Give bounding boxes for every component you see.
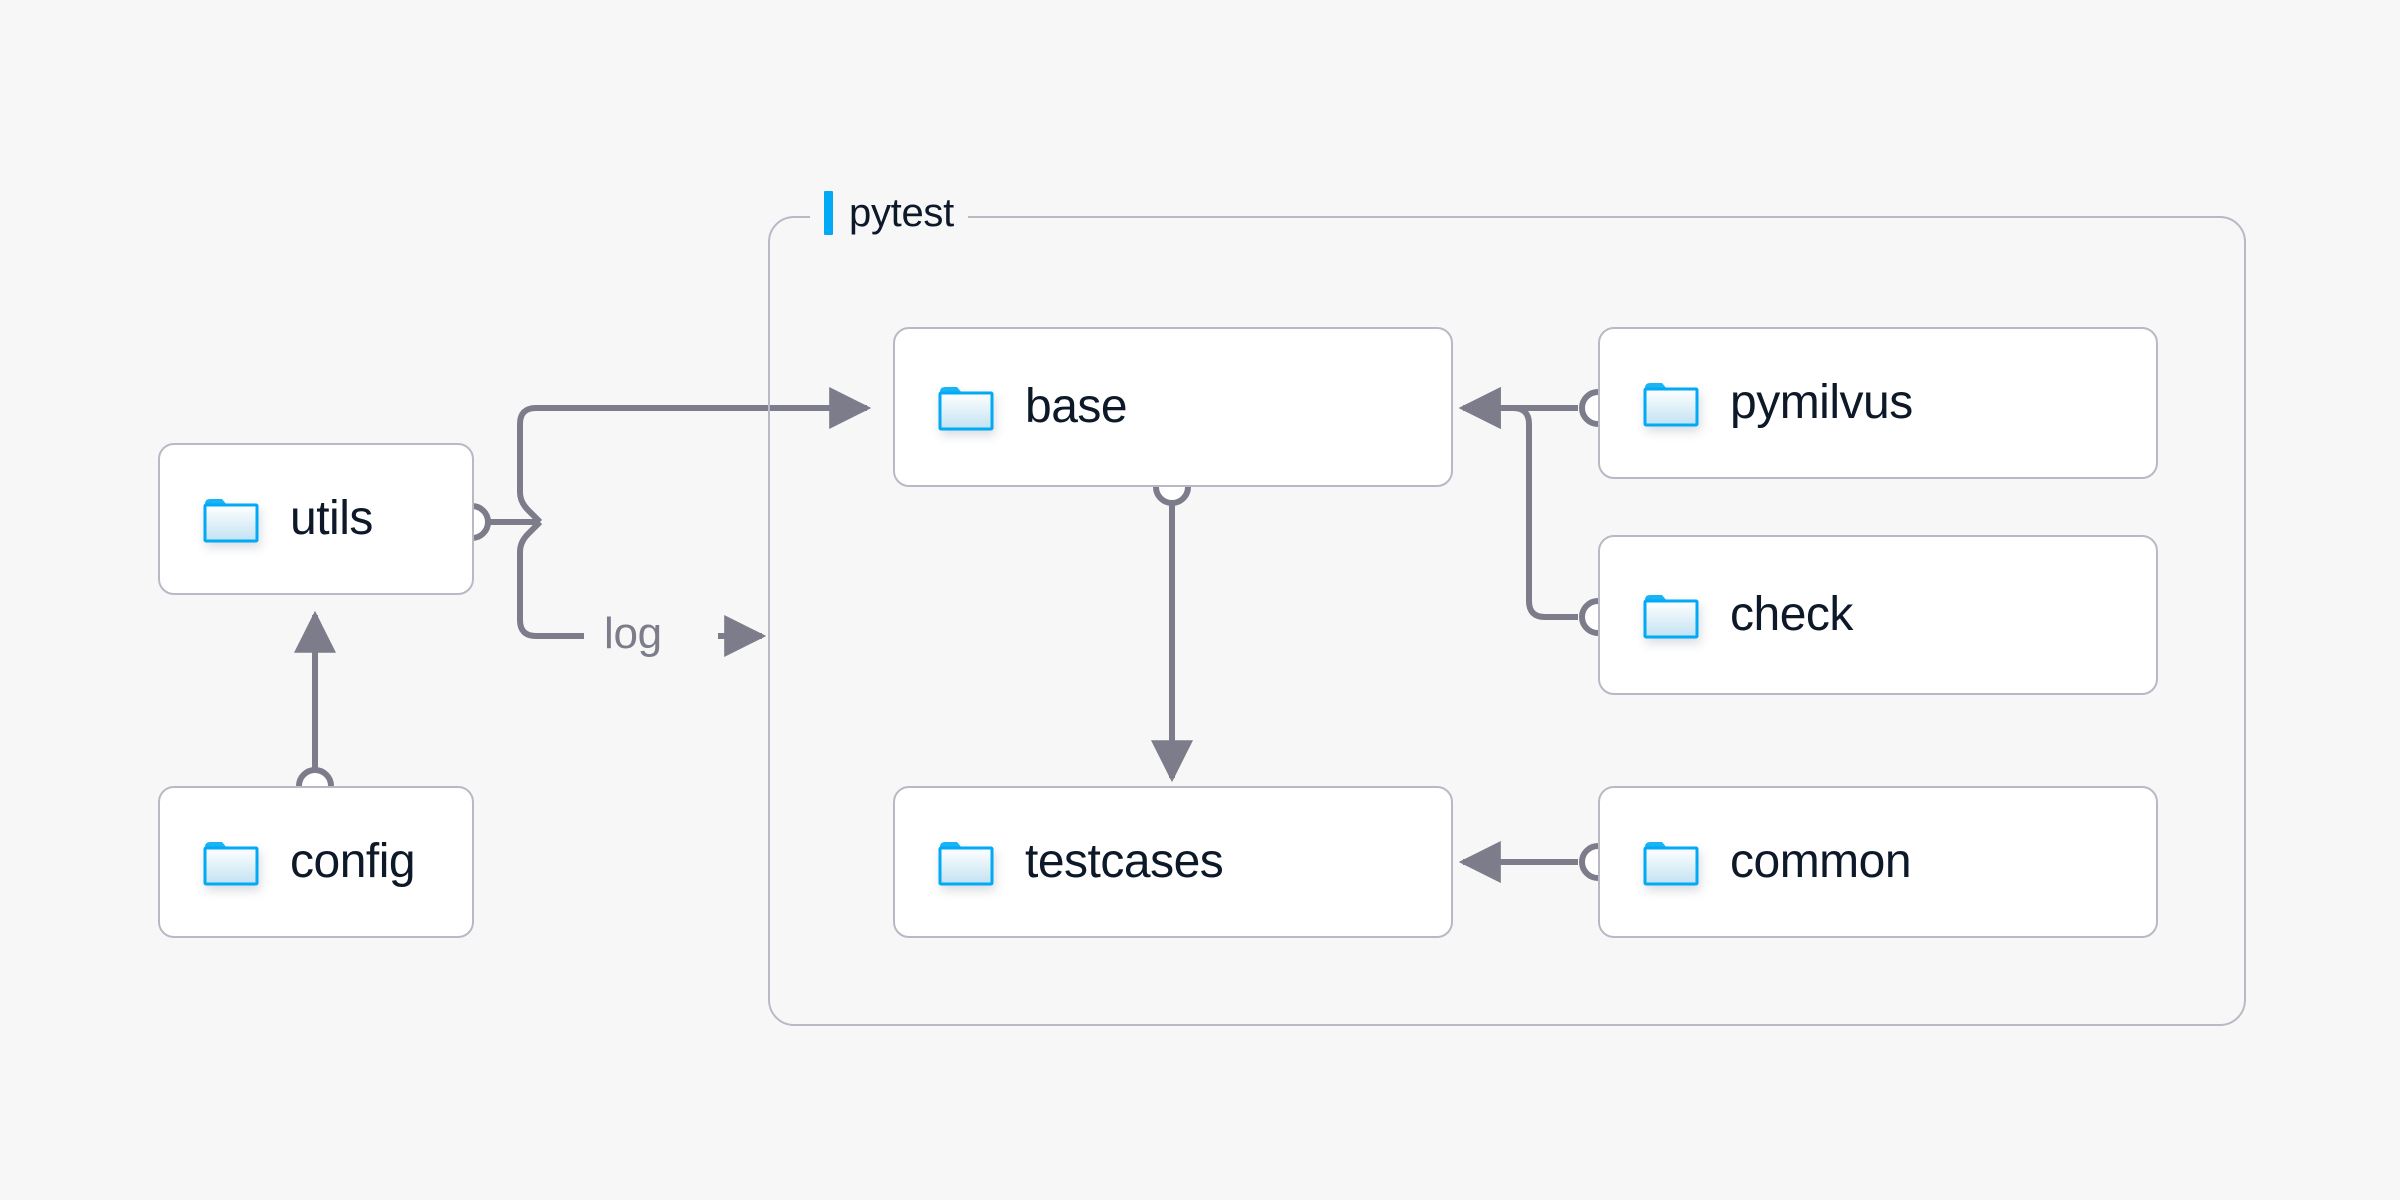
folder-icon [1643, 595, 1699, 639]
folder-icon [1643, 383, 1699, 427]
edge-label-log: log [604, 609, 662, 658]
pytest-group-label: pytest [810, 186, 968, 240]
accent-bar-icon [824, 191, 833, 235]
node-utils[interactable]: utils [158, 443, 474, 595]
folder-icon [938, 387, 994, 431]
node-base-label: base [1025, 380, 1128, 433]
node-base[interactable]: base [893, 327, 1453, 487]
folder-icon [203, 499, 259, 543]
node-check-label: check [1730, 588, 1853, 641]
node-testcases[interactable]: testcases [893, 786, 1453, 938]
node-testcases-label: testcases [1025, 835, 1224, 888]
pytest-group-title: pytest [849, 191, 954, 235]
pytest-group-container[interactable] [768, 216, 2246, 1026]
folder-icon [938, 842, 994, 886]
node-utils-label: utils [290, 492, 373, 545]
node-check[interactable]: check [1598, 535, 2158, 695]
node-config[interactable]: config [158, 786, 474, 938]
node-common[interactable]: common [1598, 786, 2158, 938]
folder-icon [203, 842, 259, 886]
edge-utils-log [517, 519, 584, 639]
node-config-label: config [290, 835, 416, 888]
node-pymilvus[interactable]: pymilvus [1598, 327, 2158, 479]
node-pymilvus-label: pymilvus [1730, 376, 1913, 429]
folder-icon [1643, 842, 1699, 886]
node-common-label: common [1730, 835, 1912, 888]
